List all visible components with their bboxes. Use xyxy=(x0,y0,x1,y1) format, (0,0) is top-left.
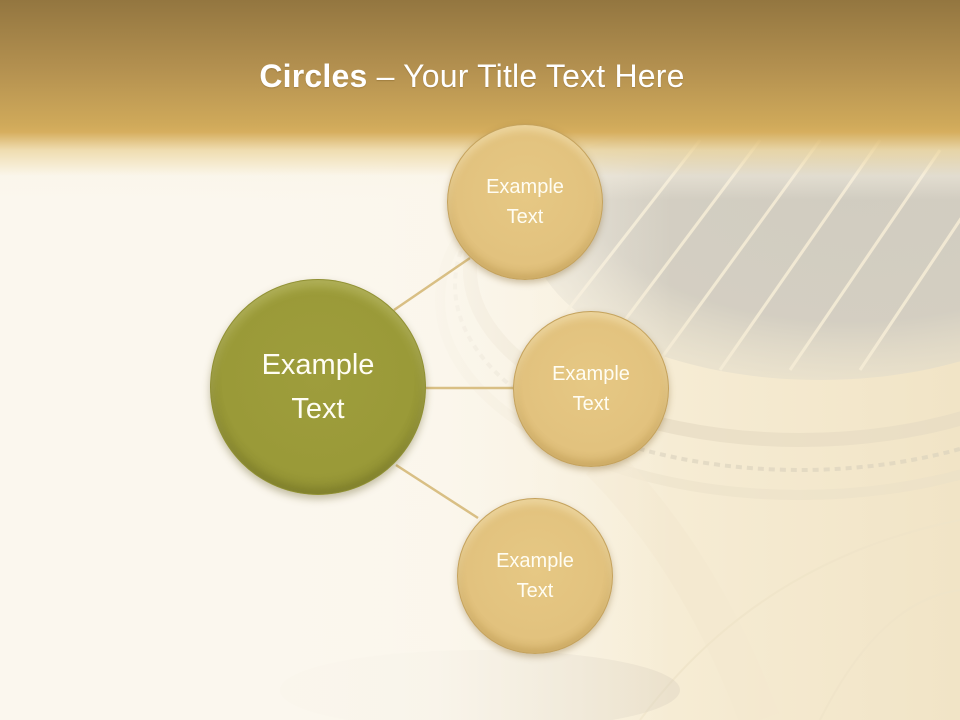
child-node-line2: Text xyxy=(516,580,554,602)
center-circle-node[interactable]: Example Text xyxy=(210,279,426,495)
center-node-line2: Text xyxy=(291,393,345,425)
child-node-line2: Text xyxy=(572,393,610,415)
center-node-line1: Example xyxy=(261,349,375,381)
title-regular: Your Title Text Here xyxy=(403,58,685,94)
child-node-line1: Example xyxy=(486,176,564,198)
connector-to-top xyxy=(393,256,471,312)
child-circle-node-middle[interactable]: Example Text xyxy=(513,311,669,467)
child-circle-node-bottom[interactable]: Example Text xyxy=(457,498,613,654)
title-bold: Circles xyxy=(259,58,368,94)
child-node-line1: Example xyxy=(496,550,574,572)
slide-title[interactable]: Circles – Your Title Text Here xyxy=(0,52,944,100)
title-separator: – xyxy=(367,58,404,94)
child-node-line2: Text xyxy=(506,206,544,228)
child-node-line1: Example xyxy=(552,363,630,385)
connector-to-bottom xyxy=(395,463,479,520)
child-circle-node-top[interactable]: Example Text xyxy=(447,124,603,280)
